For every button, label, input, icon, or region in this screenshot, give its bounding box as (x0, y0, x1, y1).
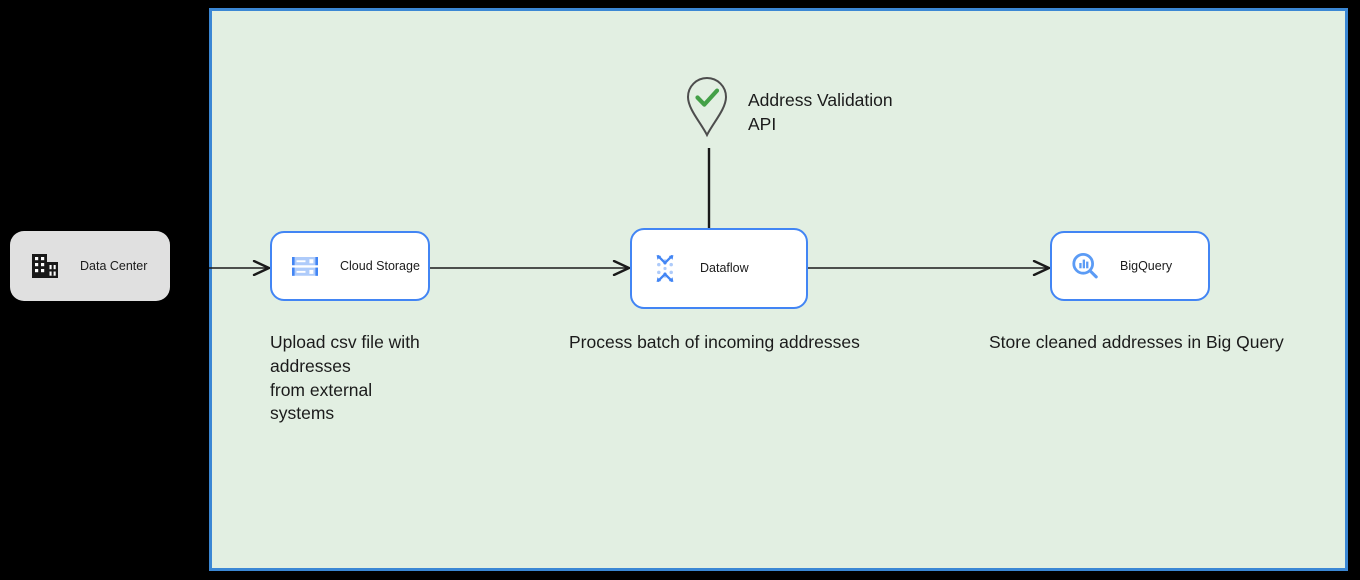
node-label-cloud-storage: Cloud Storage (340, 258, 420, 273)
node-dataflow[interactable]: Dataflow (630, 228, 808, 309)
address-validation-api-label: Address Validation API (748, 90, 893, 134)
office-building-icon (28, 249, 62, 283)
node-address-validation-api[interactable]: Address Validation API (684, 76, 984, 146)
node-data-center[interactable]: Data Center (10, 231, 170, 301)
node-label-bigquery: BigQuery (1120, 258, 1173, 273)
node-bigquery[interactable]: BigQuery (1050, 231, 1210, 301)
node-label-data-center: Data Center (80, 258, 148, 273)
caption-upload-csv: Upload csv file with addresses from exte… (270, 332, 420, 424)
dataflow-icon (648, 252, 682, 286)
bigquery-icon (1068, 249, 1102, 283)
node-cloud-storage[interactable]: Cloud Storage (270, 231, 430, 301)
cloud-storage-icon (288, 249, 322, 283)
map-pin-check-icon (684, 76, 730, 138)
caption-process-batch: Process batch of incoming addresses (569, 332, 860, 352)
caption-store-cleaned: Store cleaned addresses in Big Query (989, 332, 1284, 352)
node-label-dataflow: Dataflow (700, 261, 749, 275)
